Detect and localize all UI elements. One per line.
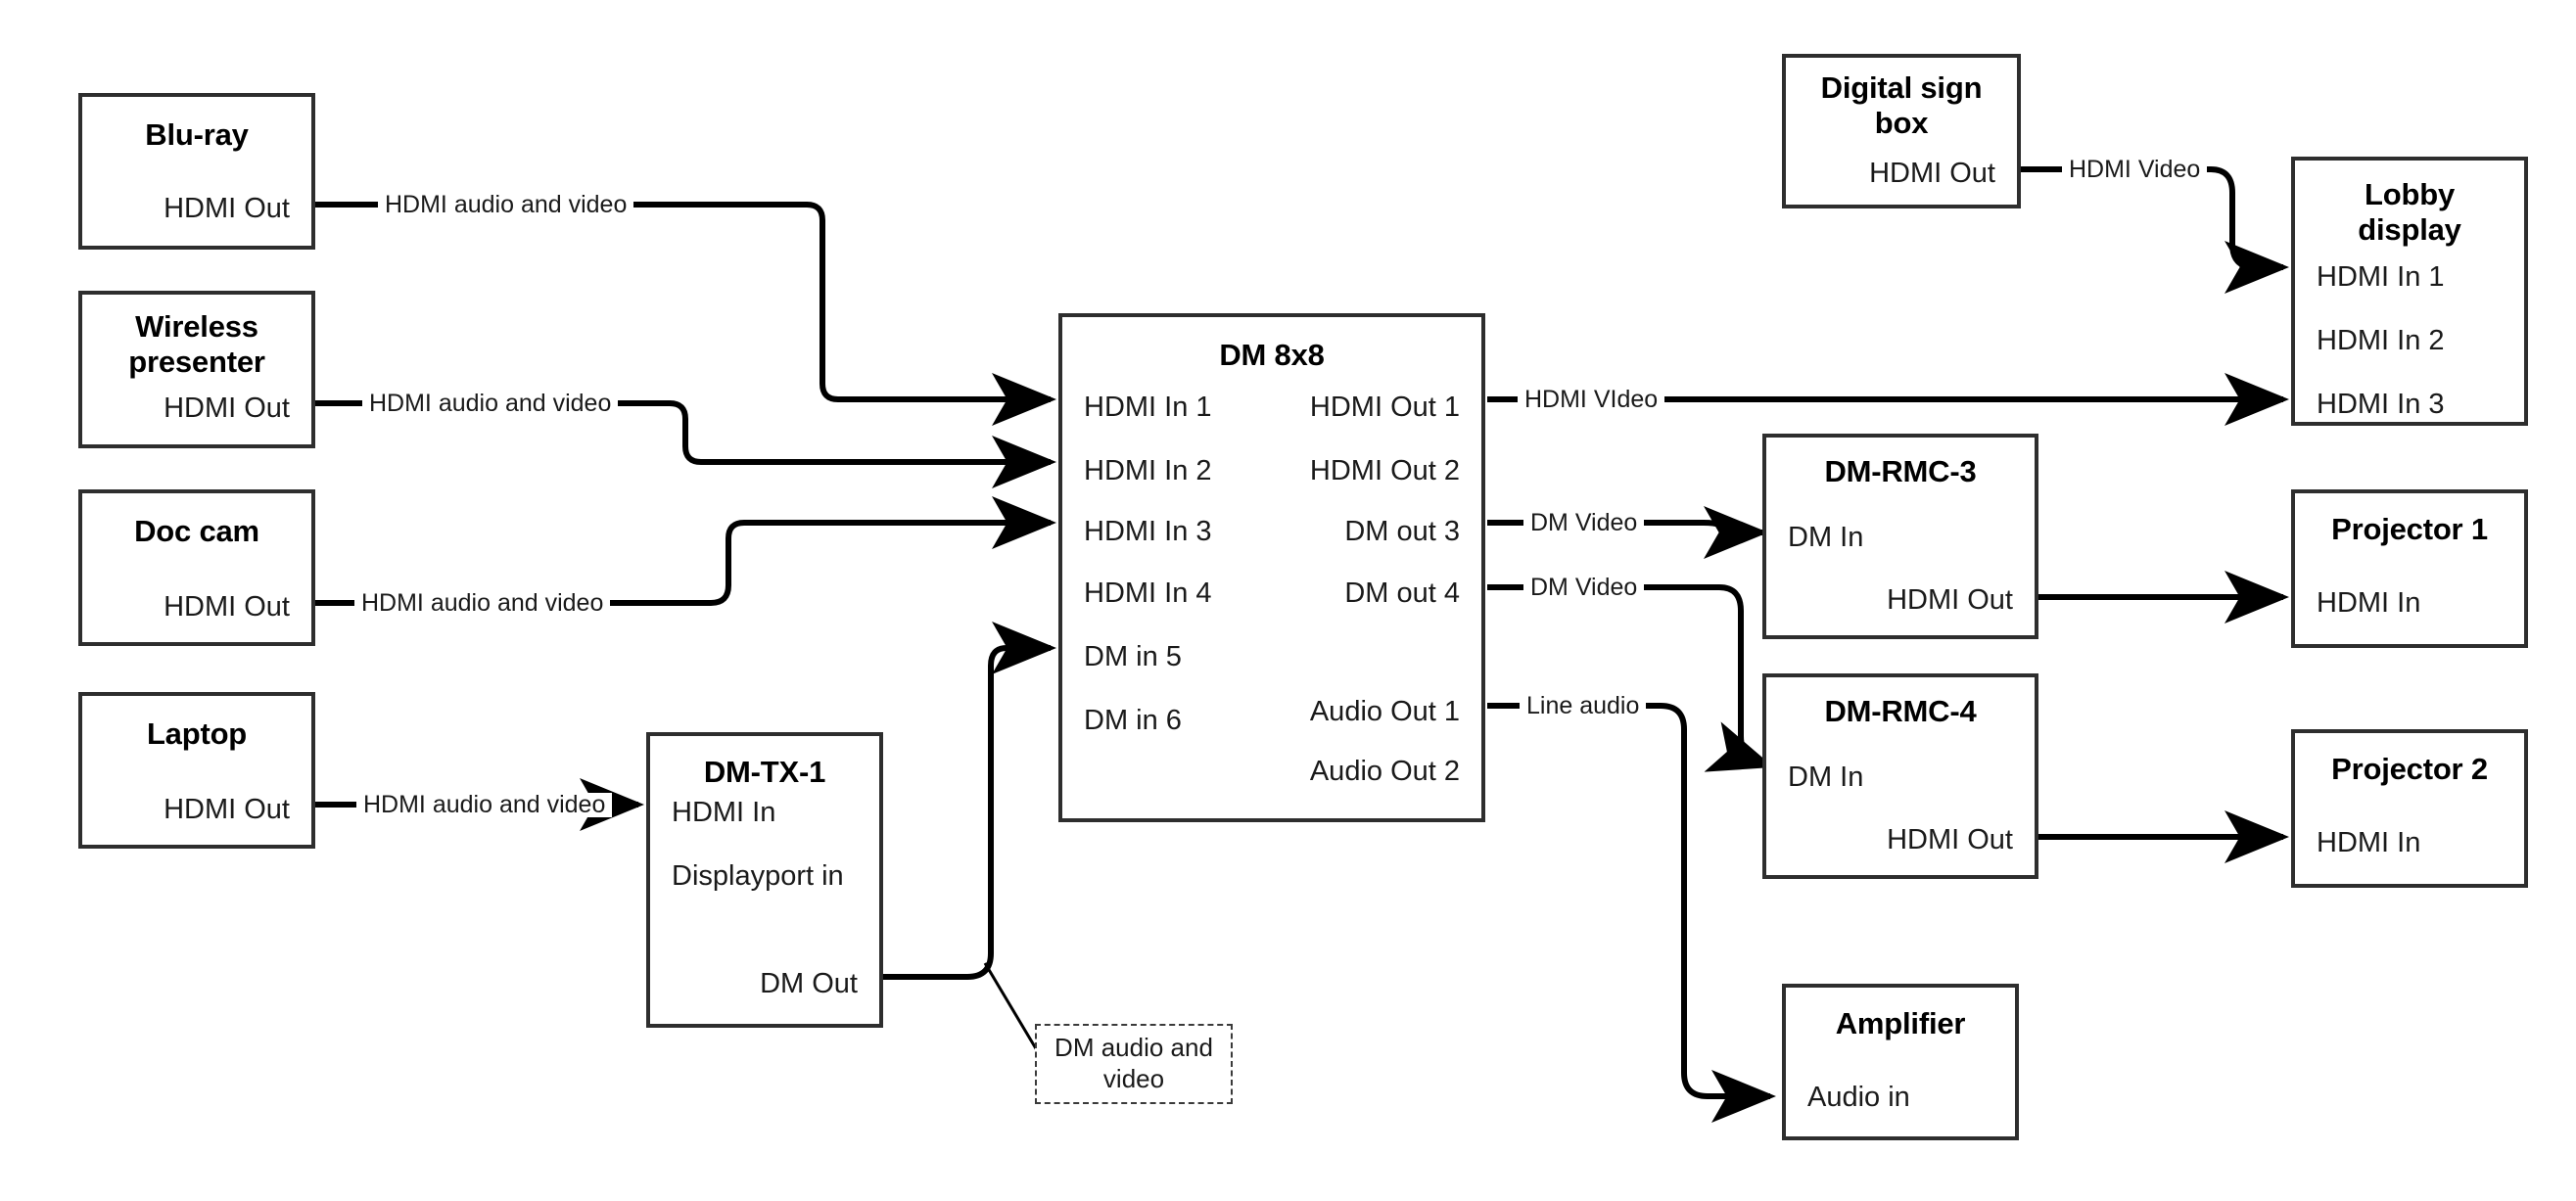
node-laptop-port-hdmi-out: HDMI Out — [164, 794, 290, 825]
node-wireless-presenter-title-line1: Wireless — [135, 309, 258, 344]
node-bluray[interactable]: Blu-ray HDMI Out — [78, 93, 315, 250]
node-lobby-display[interactable]: Lobby display HDMI In 1 HDMI In 2 HDMI I… — [2291, 157, 2528, 426]
node-lobby-display-title-line1: Lobby — [2365, 177, 2455, 211]
wire-digital-sign-to-lobby-hdmi-in-1 — [2021, 166, 2289, 294]
node-lobby-display-input-hdmi-in-1: HDMI In 1 — [2317, 261, 2445, 293]
node-projector-2[interactable]: Projector 2 HDMI In — [2291, 729, 2528, 888]
node-dm-8x8-output-dm-out-4: DM out 4 — [1344, 577, 1460, 609]
node-dm-8x8-title: DM 8x8 — [1219, 338, 1325, 372]
wire-audio-out-1-to-amplifier — [1487, 703, 1776, 1123]
node-wireless-presenter-port-hdmi-out: HDMI Out — [164, 393, 290, 424]
node-projector-1-title: Projector 1 — [2331, 512, 2488, 546]
leader-line-dm-audio-video — [983, 962, 1042, 1056]
node-dm-8x8-input-hdmi-in-1: HDMI In 1 — [1084, 392, 1212, 423]
node-dm-tx-1-port-hdmi-in: HDMI In — [672, 797, 776, 828]
node-laptop[interactable]: Laptop HDMI Out — [78, 692, 315, 849]
node-projector-2-port-hdmi-in: HDMI In — [2317, 827, 2421, 858]
node-dm-8x8-input-hdmi-in-3: HDMI In 3 — [1084, 516, 1212, 547]
node-wireless-presenter[interactable]: Wireless presenter HDMI Out — [78, 291, 315, 448]
node-dm-8x8[interactable]: DM 8x8 HDMI In 1 HDMI In 2 HDMI In 3 HDM… — [1058, 313, 1485, 822]
wire-label-bluray-to-hdmi-in-1: HDMI audio and video — [378, 193, 634, 217]
wire-dmtx1-to-dm-in-5 — [883, 622, 1056, 980]
node-doc-cam-port-hdmi-out: HDMI Out — [164, 591, 290, 623]
node-doc-cam[interactable]: Doc cam HDMI Out — [78, 489, 315, 646]
node-laptop-title: Laptop — [146, 716, 248, 751]
node-dm-8x8-output-audio-out-2: Audio Out 2 — [1309, 756, 1460, 787]
node-dm-rmc-4-port-hdmi-out: HDMI Out — [1887, 824, 2013, 855]
node-doc-cam-title: Doc cam — [134, 514, 259, 548]
node-dm-rmc-3-title: DM-RMC-3 — [1824, 454, 1977, 488]
node-dm-8x8-input-hdmi-in-2: HDMI In 2 — [1084, 455, 1212, 486]
node-dm-rmc-3-port-dm-in: DM In — [1788, 522, 1864, 553]
wire-label-digital-sign-to-lobby: HDMI Video — [2062, 158, 2208, 182]
node-dm-tx-1-port-displayport-in: Displayport in — [672, 860, 844, 892]
node-projector-1-port-hdmi-in: HDMI In — [2317, 587, 2421, 619]
wire-label-laptop-to-dmtx1: HDMI audio and video — [356, 793, 613, 817]
wire-label-audio-out-1-to-amplifier: Line audio — [1520, 694, 1647, 718]
wire-label-dm-out-4-to-dmrmc4: DM Video — [1523, 576, 1645, 600]
callout-dm-audio-and-video: DM audio and video — [1035, 1024, 1233, 1104]
wire-bluray-to-hdmi-in-1 — [315, 202, 1056, 426]
node-projector-1[interactable]: Projector 1 HDMI In — [2291, 489, 2528, 648]
node-dm-8x8-output-hdmi-out-1: HDMI Out 1 — [1309, 392, 1460, 423]
node-digital-sign-box[interactable]: Digital sign box HDMI Out — [1782, 54, 2021, 208]
node-lobby-display-input-hdmi-in-2: HDMI In 2 — [2317, 325, 2445, 356]
node-digital-sign-box-title-line1: Digital sign — [1820, 70, 1983, 105]
wire-label-hdmi-out-1-to-lobby: HDMI VIdeo — [1518, 388, 1665, 412]
node-projector-2-title: Projector 2 — [2331, 752, 2488, 786]
node-digital-sign-box-port-hdmi-out: HDMI Out — [1869, 158, 1995, 189]
wire-label-dm-out-3-to-dmrmc3: DM Video — [1523, 511, 1645, 535]
node-dm-rmc-4[interactable]: DM-RMC-4 DM In HDMI Out — [1762, 673, 2038, 879]
node-dm-rmc-3[interactable]: DM-RMC-3 DM In HDMI Out — [1762, 434, 2038, 639]
node-dm-8x8-output-audio-out-1: Audio Out 1 — [1309, 696, 1460, 727]
node-dm-tx-1-title: DM-TX-1 — [703, 755, 826, 789]
node-dm-8x8-input-dm-in-5: DM in 5 — [1084, 641, 1182, 672]
node-dm-rmc-3-port-hdmi-out: HDMI Out — [1887, 584, 2013, 616]
node-dm-rmc-4-port-dm-in: DM In — [1788, 762, 1864, 793]
node-lobby-display-title-line2: display — [2358, 212, 2461, 247]
wire-label-doccam-to-hdmi-in-3: HDMI audio and video — [354, 591, 611, 616]
node-wireless-presenter-title-line2: presenter — [128, 345, 265, 379]
node-amplifier[interactable]: Amplifier Audio in — [1782, 984, 2019, 1140]
node-dm-rmc-4-title: DM-RMC-4 — [1824, 694, 1977, 728]
node-amplifier-title: Amplifier — [1835, 1006, 1966, 1040]
wire-label-wireless-to-hdmi-in-2: HDMI audio and video — [362, 392, 619, 416]
node-dm-tx-1-port-dm-out: DM Out — [760, 968, 858, 999]
node-dm-tx-1[interactable]: DM-TX-1 HDMI In Displayport in DM Out — [646, 732, 883, 1028]
node-dm-8x8-output-dm-out-3: DM out 3 — [1344, 516, 1460, 547]
node-dm-8x8-input-dm-in-6: DM in 6 — [1084, 705, 1182, 736]
node-bluray-port-hdmi-out: HDMI Out — [164, 193, 290, 224]
node-dm-8x8-input-hdmi-in-4: HDMI In 4 — [1084, 577, 1212, 609]
node-lobby-display-input-hdmi-in-3: HDMI In 3 — [2317, 389, 2445, 420]
node-digital-sign-box-title-line2: box — [1874, 106, 1929, 140]
node-amplifier-port-audio-in: Audio in — [1807, 1082, 1910, 1113]
wire-dm-out-4-to-dmrmc4-dm-in — [1487, 584, 1774, 772]
node-dm-8x8-output-hdmi-out-2: HDMI Out 2 — [1309, 455, 1460, 486]
node-bluray-title: Blu-ray — [145, 117, 249, 152]
